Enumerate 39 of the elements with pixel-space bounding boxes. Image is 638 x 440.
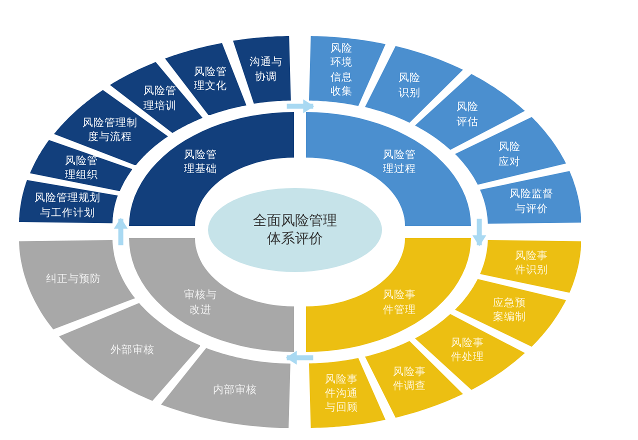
segment-label: 纠正与预防: [45, 272, 102, 286]
ring-segment: [19, 180, 118, 224]
center-label: 全面风险管理体系评价: [253, 212, 337, 248]
ring-segment: [165, 42, 247, 116]
arrow: [114, 218, 128, 246]
ring-segment: [454, 117, 566, 185]
segment-label: 风险事件调查: [392, 364, 428, 393]
segment-label: 应急预案编制: [492, 295, 527, 324]
ring-segment: [309, 358, 386, 428]
segment-label: 风险评估: [455, 100, 480, 129]
segment-label: 风险应对: [497, 140, 522, 169]
segment-label: 风险管理文化: [192, 65, 228, 94]
segment-label: 风险事件管理: [382, 288, 417, 317]
segment-label: 风险事件处理: [450, 335, 485, 364]
ring-segment: [58, 302, 200, 401]
segment-label: 风险识别: [398, 71, 422, 100]
segment-label: 风险管理制度与流程: [81, 116, 138, 144]
ring-segment: [480, 170, 581, 224]
arrow: [286, 99, 314, 114]
ring-segment: [161, 348, 290, 428]
segment-label: 风险环境信息收集: [330, 42, 354, 99]
ring-segment: [232, 36, 290, 104]
segment-label: 外部审核: [110, 342, 156, 357]
segment-label: 风险事件沟通与回顾: [324, 372, 360, 415]
segment-label: 风险管理组织: [64, 154, 100, 182]
segment-label: 风险管理规划与工作计划: [34, 191, 102, 220]
ring-segment: [309, 36, 386, 106]
segment-label: 风险监督与评价: [508, 187, 554, 216]
arrow: [472, 218, 486, 246]
segment-label: 内部审核: [212, 383, 258, 398]
arrow: [286, 350, 314, 365]
ring-segment: [19, 240, 136, 330]
segment-label: 审核与改进: [183, 288, 218, 317]
segment-label: 风险管理过程: [382, 147, 417, 176]
segment-label: 风险事件识别: [514, 248, 549, 277]
segment-label: 沟通与协调: [248, 55, 284, 84]
segment-label: 风险管理培训: [142, 84, 178, 113]
segment-label: 风险管理基础: [183, 147, 218, 176]
ring-segment: [480, 240, 581, 294]
